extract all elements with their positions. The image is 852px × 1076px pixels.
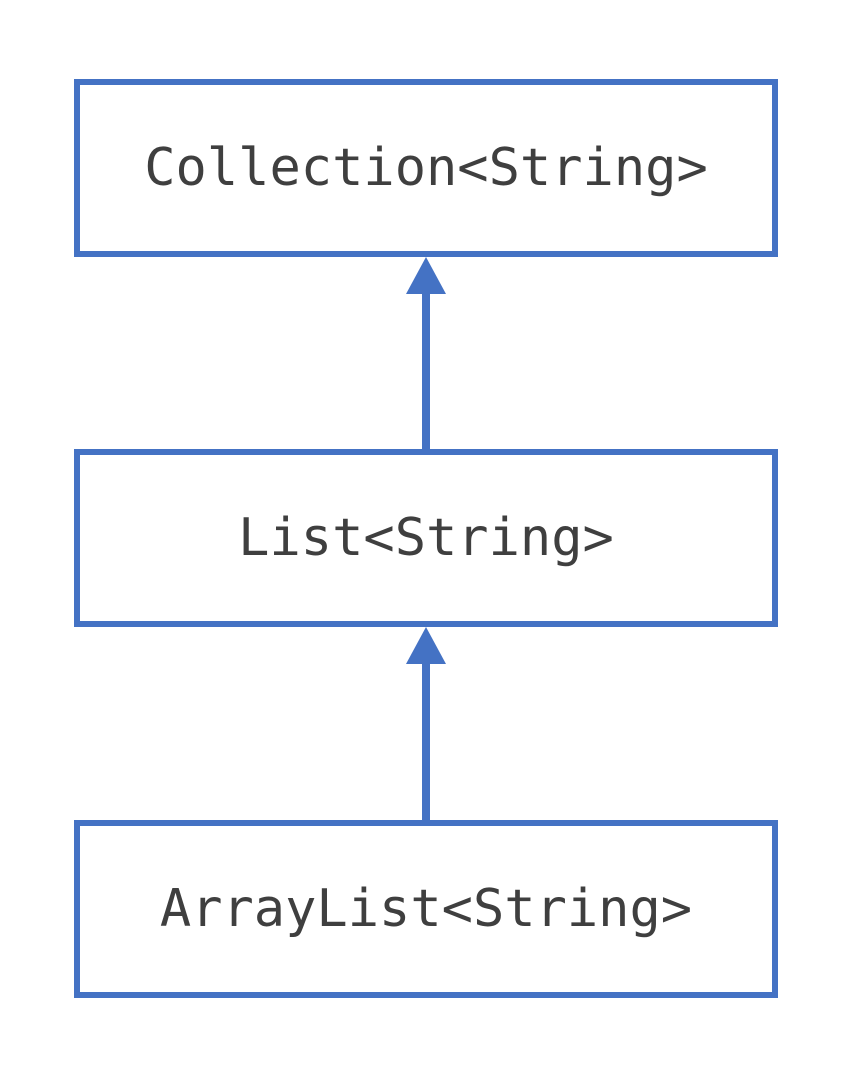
node-arraylist: ArrayList<String> [74,820,778,998]
node-collection-label: Collection<String> [144,138,708,198]
arrow-shaft [422,294,430,449]
node-collection: Collection<String> [74,79,778,257]
node-list: List<String> [74,449,778,627]
node-arraylist-label: ArrayList<String> [159,879,693,939]
arrow-shaft [422,664,430,820]
arrow-up-icon [406,627,446,664]
node-list-label: List<String> [238,508,614,568]
arrow-up-icon [406,257,446,294]
inheritance-arrow-list-to-collection [406,257,446,449]
inheritance-arrow-arraylist-to-list [406,627,446,820]
